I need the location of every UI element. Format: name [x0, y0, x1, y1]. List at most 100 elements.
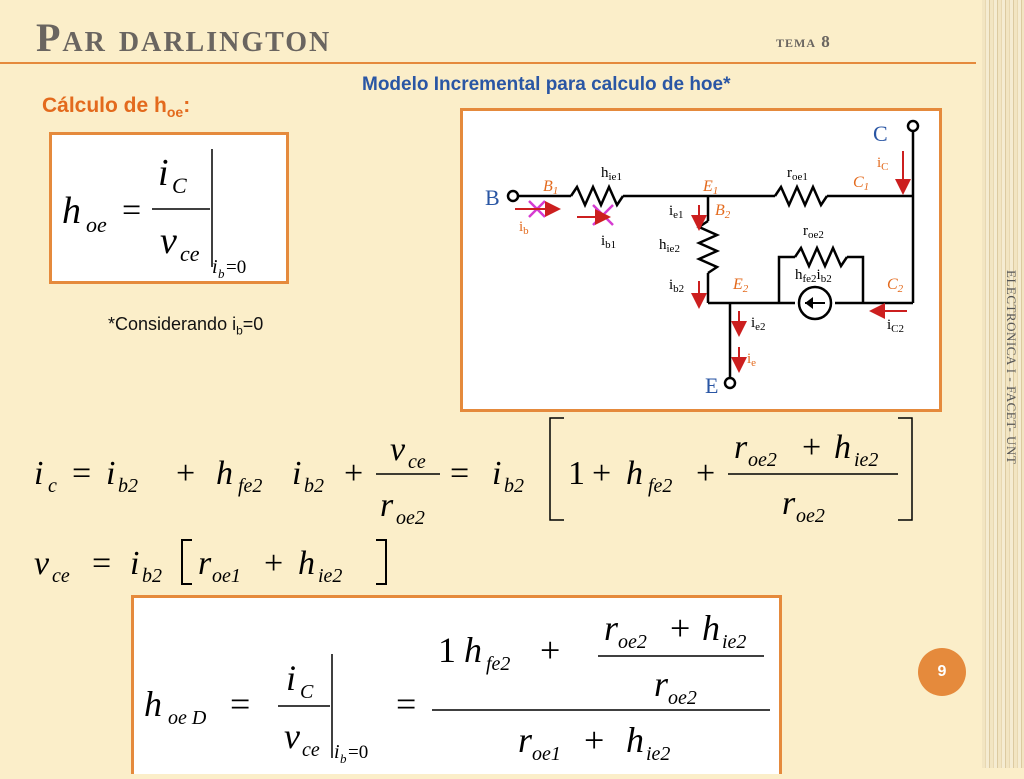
label-e1: E1 [702, 178, 718, 197]
hoeD-formula: h oe D i C v ce i b h fe2 r oe2 h ie2 r … [144, 608, 770, 766]
hoeD-ic: i [286, 658, 296, 698]
eq2-vce: v [34, 545, 50, 582]
label-b2: B2 [715, 202, 731, 221]
eq2-hie2-sub: ie2 [318, 565, 342, 587]
current-source-arrow-head [805, 297, 813, 309]
eq1-roe2-sub: oe2 [396, 507, 425, 529]
eq1-plus4: + [696, 455, 715, 492]
hoeD-cond-val: =0 [348, 742, 368, 763]
hoeD-cond-sub: b [340, 751, 347, 766]
label-c2: C2 [887, 276, 904, 295]
terminal-b [506, 189, 520, 203]
eq1-plus1: + [176, 455, 195, 492]
eq1-ic-sub: c [48, 475, 57, 497]
hoeD-one: 1 [438, 630, 456, 670]
label-ic: iC [877, 155, 889, 173]
vce-den-sub: ce [180, 241, 200, 266]
ic-num-sub: C [172, 173, 187, 198]
calc-heading-suffix: : [183, 94, 191, 117]
page-number-badge: 9 [918, 648, 966, 696]
label-roe2: roe2 [803, 223, 824, 241]
label-hie2: hie2 [659, 237, 680, 255]
cond-val: =0 [226, 257, 246, 278]
eq1-ib2a-sub: b2 [118, 475, 138, 497]
hie1-resistor [569, 183, 625, 209]
hoeD-hie2b-sub: ie2 [646, 743, 670, 765]
hoeD-plus1: + [540, 630, 560, 670]
hoeD-plus2: + [670, 608, 690, 648]
hoeD-eq2: = [396, 684, 416, 724]
eq2-roe1-sub: oe1 [212, 565, 241, 587]
label-ib1: ib1 [601, 233, 616, 251]
wire-roe2-right [847, 255, 865, 303]
label-ic2: iC2 [887, 317, 904, 335]
calc-heading: Cálculo de hoe: [42, 94, 190, 120]
label-source: hfe2ib2 [795, 267, 832, 285]
eq1-roe2b: r [734, 429, 748, 466]
eq1-roe2c: r [782, 485, 796, 522]
hoeD-roe1-sub: oe1 [532, 743, 561, 765]
node-b: B [485, 185, 500, 210]
eq1-bracket-right [898, 417, 913, 521]
hoeD-vce: v [284, 716, 300, 756]
hoeD-hfe2-sub: fe2 [486, 653, 510, 675]
eq1-plus2: + [344, 455, 363, 492]
eq2-eq: = [92, 545, 111, 582]
label-ie2: ie2 [751, 315, 766, 333]
eq1-hie2-sub: ie2 [854, 449, 878, 471]
hoeD-lhs: h [144, 684, 162, 724]
decorative-side-stripes [982, 0, 1024, 768]
assumption-note: *Considerando ib=0 [108, 314, 263, 338]
eq1-ib2b: i [292, 455, 301, 492]
eq1-plus5: + [802, 429, 821, 466]
note-sub: b [236, 323, 243, 338]
label-c1: C1 [853, 174, 869, 193]
eq1-roe2c-sub: oe2 [796, 505, 825, 527]
hoeD-eq1: = [230, 684, 250, 724]
hoe-lhs-sub: oe [86, 212, 107, 237]
label-roe1: roe1 [787, 165, 808, 183]
hoeD-roe2a-sub: oe2 [618, 631, 647, 653]
label-ib: ib [519, 219, 529, 237]
cond-i: i [212, 256, 218, 278]
slide-tema: tema 8 [776, 32, 831, 51]
hoe-definition-formula: h oe i C v ce i b = =0 [62, 149, 246, 281]
title-rule [0, 62, 976, 64]
eq2-hie2: h [298, 545, 315, 582]
circuit-subtitle: Modelo Incremental para calculo de hoe* [362, 74, 731, 95]
eq2-bracket-left [181, 539, 192, 585]
slide-title: Par darlington [36, 15, 332, 60]
eq1-hie2: h [834, 429, 851, 466]
note-text: *Considerando i [108, 314, 237, 334]
eq1-hfe2a: h [216, 455, 233, 492]
equation-ic: i c i b2 h fe2 i b2 v ce r oe2 i b2 h fe… [34, 417, 913, 529]
darlington-circuit: B C E B1 E1 C1 B2 E2 C2 hie1 roe1 hie2 r… [485, 119, 920, 398]
hoeD-hfe2: h [464, 630, 482, 670]
label-ie: ie [747, 351, 756, 369]
eq2-bracket-right [376, 539, 387, 585]
vce-den: v [160, 220, 177, 262]
circuit-box: B C E B1 E1 C1 B2 E2 C2 hie1 roe1 hie2 r… [460, 108, 942, 412]
eq1-plus3: + [592, 455, 611, 492]
eq1-roe2b-sub: oe2 [748, 449, 777, 471]
calc-heading-text: Cálculo de h [42, 94, 167, 117]
eq1-ib2c: i [492, 455, 501, 492]
node-c: C [873, 121, 888, 146]
hoe-definition-box: h oe i C v ce i b = =0 [49, 132, 289, 284]
eq1-hfe2a-sub: fe2 [238, 475, 262, 497]
eq1-ib2b-sub: b2 [304, 475, 324, 497]
hoeD-lhs-sub: oe D [168, 707, 207, 729]
label-ie1: ie1 [669, 203, 684, 221]
hoeD-result-box: h oe D i C v ce i b h fe2 r oe2 h ie2 r … [131, 595, 782, 774]
hoeD-hie2a: h [702, 608, 720, 648]
hoeD-roe1: r [518, 720, 533, 760]
hoeD-hie2a-sub: ie2 [722, 631, 746, 653]
eq1-vce-sub: ce [408, 451, 426, 473]
note-suffix: =0 [242, 314, 264, 334]
hoeD-vce-sub: ce [302, 739, 320, 761]
hoe-lhs: h [62, 190, 81, 232]
eq1-ib2c-sub: b2 [504, 475, 524, 497]
eq1-vce: v [390, 431, 406, 468]
hoeD-roe2a: r [604, 608, 619, 648]
eq2-ib2: i [130, 545, 139, 582]
